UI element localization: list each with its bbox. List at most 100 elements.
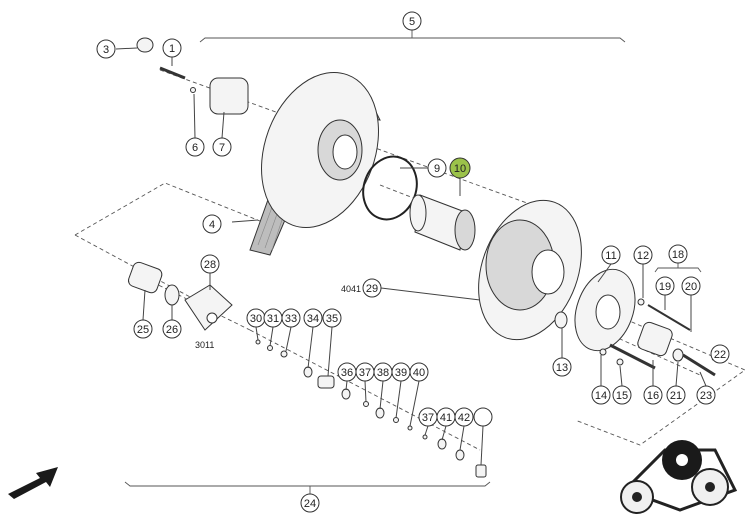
svg-text:29: 29 xyxy=(366,283,378,295)
callout-10: 10 xyxy=(449,157,471,179)
bushing-24 xyxy=(127,261,163,294)
callout-42 xyxy=(473,407,493,427)
callout-37a: 38 xyxy=(373,362,393,382)
hw-39 xyxy=(407,425,413,431)
svg-text:6: 6 xyxy=(192,142,198,154)
bearing-7 xyxy=(209,77,249,115)
callout-17: 18 xyxy=(668,244,688,264)
bolt-14 xyxy=(609,343,656,370)
svg-text:11: 11 xyxy=(605,250,616,262)
callout-6: 6 xyxy=(185,137,205,157)
callout-40: 37 xyxy=(418,407,438,427)
nut-14 xyxy=(599,348,607,356)
inset-thumbnail xyxy=(620,440,738,514)
callout-39: 40 xyxy=(409,362,429,382)
hw-42 xyxy=(475,464,487,478)
svg-text:14: 14 xyxy=(595,390,607,402)
svg-text:5: 5 xyxy=(409,16,415,28)
hw-34 xyxy=(317,375,335,389)
callout-4: 4 xyxy=(202,214,222,234)
callout-28: 29 xyxy=(362,278,382,298)
svg-text:28: 28 xyxy=(204,259,216,271)
hw-35 xyxy=(341,388,351,400)
bracket-23 xyxy=(124,481,491,487)
callout-25: 26 xyxy=(162,319,182,339)
callout-1: 1 xyxy=(162,38,182,58)
screw-6 xyxy=(190,87,196,93)
direction-arrow-icon xyxy=(8,467,58,499)
svg-text:39: 39 xyxy=(395,367,407,379)
svg-text:21: 21 xyxy=(670,390,682,402)
svg-text:1: 1 xyxy=(169,43,175,55)
svg-text:42: 42 xyxy=(458,412,470,424)
svg-text:37: 37 xyxy=(422,412,434,424)
svg-text:20: 20 xyxy=(685,281,697,293)
code-4041: 4041 xyxy=(341,284,361,294)
hw-36 xyxy=(363,401,369,407)
callout-9: 9 xyxy=(427,158,447,178)
callout-21: 22 xyxy=(710,344,730,364)
svg-text:12: 12 xyxy=(637,250,649,262)
svg-text:38: 38 xyxy=(377,367,389,379)
hw-30 xyxy=(267,345,273,351)
bracket-17 xyxy=(654,267,702,273)
callout-20: 21 xyxy=(666,385,686,405)
callout-38: 39 xyxy=(391,362,411,382)
svg-text:23: 23 xyxy=(700,390,712,402)
svg-text:9: 9 xyxy=(434,163,440,175)
svg-text:37: 37 xyxy=(359,367,371,379)
svg-text:15: 15 xyxy=(616,390,628,402)
svg-text:10: 10 xyxy=(454,163,466,175)
svg-text:30: 30 xyxy=(250,313,262,325)
callout-23: 24 xyxy=(300,493,320,513)
callout-26: 28 xyxy=(200,254,220,274)
svg-text:41: 41 xyxy=(440,412,452,424)
svg-text:4: 4 xyxy=(209,219,215,231)
callout-15: 15 xyxy=(612,385,632,405)
callout-22: 23 xyxy=(696,385,716,405)
hw-38 xyxy=(393,417,399,423)
callout-16: 16 xyxy=(643,385,663,405)
svg-text:33: 33 xyxy=(285,313,297,325)
svg-text:24: 24 xyxy=(304,498,316,510)
callout-34: 35 xyxy=(322,308,342,328)
callout-group: 3 1 5 6 7 4 9 10 11 12 18 19 20 13 14 15… xyxy=(96,11,730,513)
callout-29: 30 xyxy=(246,308,266,328)
cap-3 xyxy=(136,37,154,53)
rod-18 xyxy=(647,304,691,331)
svg-text:16: 16 xyxy=(647,390,659,402)
bolt-21 xyxy=(682,353,716,377)
callout-7: 7 xyxy=(212,137,232,157)
callout-41: 42 xyxy=(454,407,474,427)
callout-11: 11 xyxy=(601,245,621,265)
callout-14: 14 xyxy=(591,385,611,405)
callout-19: 20 xyxy=(681,276,701,296)
hw-31 xyxy=(280,350,288,358)
washer-12 xyxy=(637,298,645,306)
svg-text:25: 25 xyxy=(137,324,149,336)
callout-13: 13 xyxy=(552,357,572,377)
callout-31: 33 xyxy=(281,308,301,328)
bracket-26 xyxy=(184,284,233,331)
ring-25 xyxy=(164,284,180,306)
callout-18: 19 xyxy=(655,276,675,296)
svg-text:26: 26 xyxy=(166,324,178,336)
svg-text:18: 18 xyxy=(672,249,684,261)
pin-1 xyxy=(159,66,186,80)
svg-text:19: 19 xyxy=(659,281,671,293)
svg-text:35: 35 xyxy=(326,313,338,325)
callout-33: 34 xyxy=(303,308,323,328)
svg-text:40: 40 xyxy=(413,367,425,379)
callout-12: 12 xyxy=(633,245,653,265)
svg-text:22: 22 xyxy=(714,349,726,361)
svg-text:3: 3 xyxy=(103,44,109,56)
callout-10-highlight xyxy=(449,157,471,179)
washer-20 xyxy=(672,348,684,362)
callout-5: 5 xyxy=(402,11,422,31)
hw-33 xyxy=(303,366,313,378)
svg-text:13: 13 xyxy=(556,362,568,374)
callout-35: 36 xyxy=(337,362,357,382)
callout-3: 3 xyxy=(96,39,116,59)
